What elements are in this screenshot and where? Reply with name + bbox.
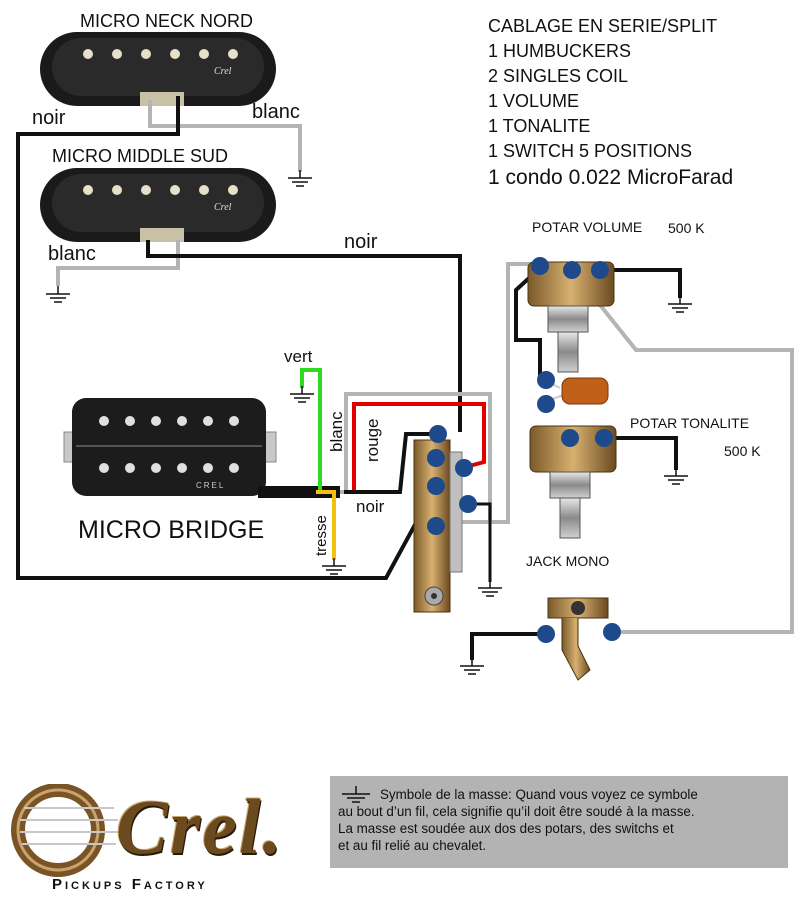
logo-emblem bbox=[11, 784, 118, 877]
spec-line-3: 2 SINGLES COIL bbox=[488, 66, 629, 86]
noir-label: noir bbox=[356, 497, 385, 516]
ground-switch bbox=[477, 579, 503, 597]
spec-line-4: 1 VOLUME bbox=[488, 91, 580, 111]
wiring-spec: CABLAGE EN SERIE/SPLIT 1 HUMBUCKERS 2 SI… bbox=[488, 14, 733, 191]
wire-tone-ground bbox=[604, 436, 678, 470]
volume-pot-label: POTAR VOLUME bbox=[532, 219, 642, 235]
wire-volume-ground bbox=[600, 268, 682, 298]
wire-middle-black bbox=[146, 240, 462, 432]
jack-label: JACK MONO bbox=[526, 553, 609, 569]
middle-brand: Crel bbox=[214, 202, 232, 213]
neck-pickup: Crel bbox=[40, 32, 276, 106]
mono-jack bbox=[547, 597, 609, 681]
ground-neck bbox=[287, 169, 313, 187]
rouge-label: rouge bbox=[363, 419, 382, 462]
ground-tone bbox=[663, 467, 689, 485]
wire-humbucker-red bbox=[352, 402, 486, 492]
volume-pot bbox=[527, 261, 615, 373]
middle-noir-label: noir bbox=[344, 231, 378, 253]
logo-tagline: Pickups Factory bbox=[52, 876, 208, 893]
neck-blanc-label: blanc bbox=[252, 101, 300, 123]
spec-line-6: 1 SWITCH 5 POSITIONS bbox=[488, 141, 693, 161]
volume-pot-value: 500 K bbox=[668, 220, 705, 236]
wire-humbucker-black bbox=[344, 432, 438, 494]
ground-jack bbox=[459, 657, 485, 675]
tone-pot-label: POTAR TONALITE bbox=[630, 415, 749, 431]
tone-pot bbox=[529, 425, 617, 539]
wire-volume-cap bbox=[514, 266, 542, 378]
crel-logo bbox=[10, 778, 310, 896]
wire-switch-ground bbox=[468, 502, 492, 582]
legend-line-2: au bout d’un fil, cela signifie qu’il do… bbox=[338, 804, 695, 819]
wire-switch-volume bbox=[452, 262, 540, 524]
spec-line-1: CABLAGE EN SERIE/SPLIT bbox=[488, 16, 718, 36]
legend-line-3: La masse est soudée aux dos des potars, … bbox=[338, 821, 674, 836]
wire-neck-black bbox=[16, 96, 438, 580]
solder-points bbox=[427, 257, 621, 643]
wire-volume-jack bbox=[570, 268, 794, 634]
tresse-label: tresse bbox=[313, 515, 330, 556]
middle-pickup-label: MICRO MIDDLE SUD bbox=[52, 146, 228, 166]
wire-neck-white bbox=[148, 100, 302, 172]
vert-label: vert bbox=[284, 347, 313, 366]
middle-pickup: Crel bbox=[40, 168, 276, 242]
neck-noir-label: noir bbox=[32, 107, 66, 129]
ground-legend: Symbole de la masse: Quand vous voyez ce… bbox=[330, 776, 788, 868]
ground-middle bbox=[45, 285, 71, 303]
ground-icon bbox=[342, 786, 370, 803]
wire-braid bbox=[316, 490, 336, 560]
ground-braid bbox=[321, 557, 347, 575]
neck-brand: Crel bbox=[214, 66, 232, 77]
spec-line-2: 1 HUMBUCKERS bbox=[488, 41, 632, 61]
legend-line-4: et au fil relié au chevalet. bbox=[338, 838, 487, 853]
legend-line-1: Symbole de la masse: Quand vous voyez ce… bbox=[380, 787, 698, 802]
spec-line-7: 1 condo 0.022 MicroFarad bbox=[488, 166, 734, 189]
ground-green bbox=[289, 385, 315, 403]
middle-blanc-label: blanc bbox=[48, 243, 96, 265]
bridge-brand: CREL bbox=[196, 481, 225, 490]
spec-line-5: 1 TONALITE bbox=[488, 116, 591, 136]
ground-volume bbox=[667, 295, 693, 313]
bridge-pickup-label: MICRO BRIDGE bbox=[78, 516, 264, 544]
wire-green bbox=[300, 368, 322, 492]
logo-word: Crel. bbox=[116, 783, 285, 870]
wire-jack-ground bbox=[470, 632, 546, 660]
blanc-label: blanc bbox=[327, 411, 346, 452]
tone-pot-value: 500 K bbox=[724, 443, 761, 459]
neck-pickup-label: MICRO NECK NORD bbox=[80, 11, 253, 31]
bridge-humbucker: CREL bbox=[63, 398, 277, 496]
